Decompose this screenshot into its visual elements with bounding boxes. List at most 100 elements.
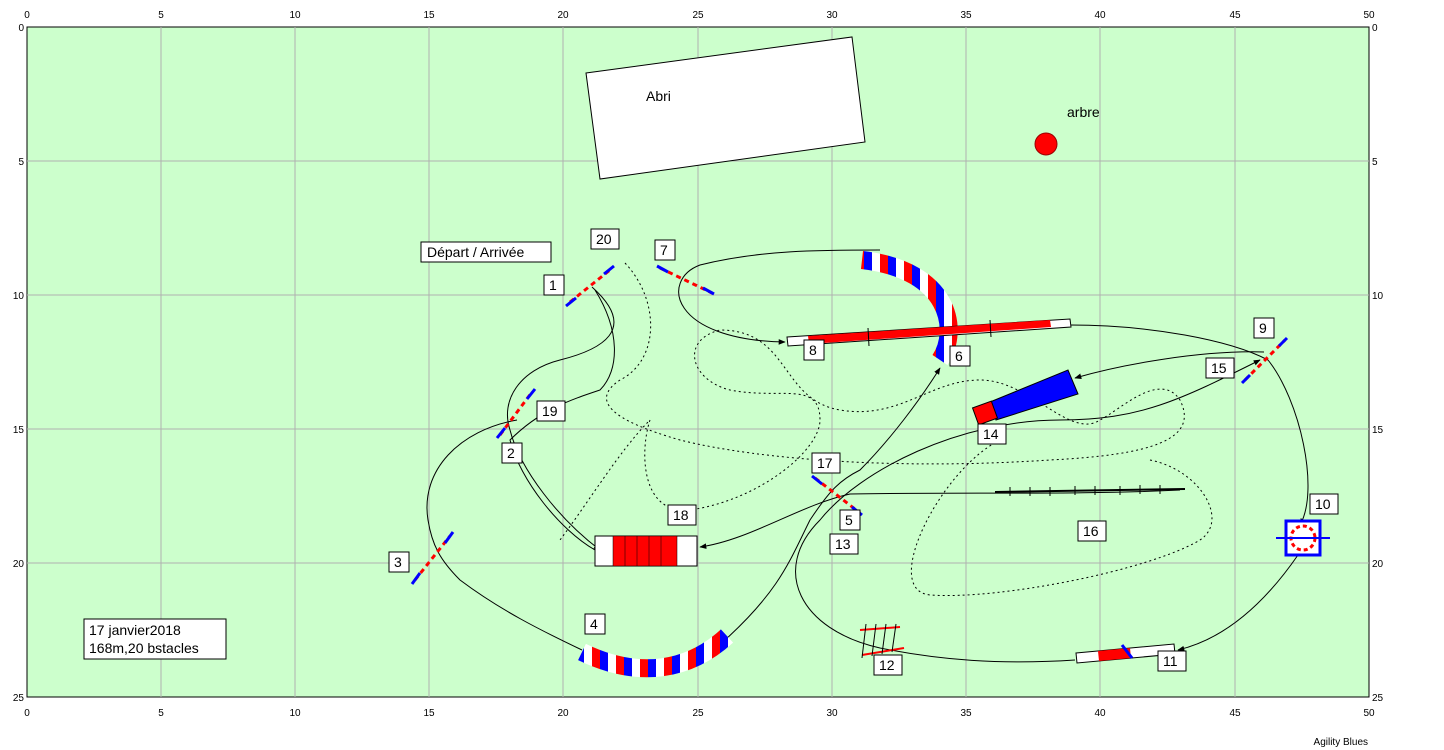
number-19: 19 xyxy=(536,400,566,422)
info-length: 168m,20 bstacles xyxy=(89,640,199,656)
y-tick: 10 xyxy=(1372,291,1384,302)
x-axis-top: 0 5 10 15 20 25 30 35 40 45 50 xyxy=(24,10,1375,21)
svg-text:14: 14 xyxy=(983,426,999,442)
svg-text:10: 10 xyxy=(1315,496,1331,512)
x-tick: 5 xyxy=(158,708,164,719)
y-tick: 10 xyxy=(13,291,25,302)
tyre-10 xyxy=(1276,519,1330,557)
aframe-18 xyxy=(594,535,698,567)
number-20: 20 xyxy=(590,228,620,250)
chute-14 xyxy=(971,369,1079,426)
x-tick: 50 xyxy=(1363,708,1375,719)
number-3: 3 xyxy=(388,551,410,573)
number-4: 4 xyxy=(584,613,606,635)
number-12: 12 xyxy=(873,654,903,676)
x-tick: 15 xyxy=(423,708,435,719)
svg-text:2: 2 xyxy=(507,445,515,461)
x-tick: 35 xyxy=(960,10,972,21)
x-tick: 5 xyxy=(158,10,164,21)
dogwalk-8 xyxy=(786,318,1072,347)
tunnel-6 xyxy=(860,251,958,365)
number-15: 15 xyxy=(1205,357,1235,379)
svg-text:8: 8 xyxy=(809,342,817,358)
handler-path xyxy=(559,262,1213,597)
y-tick: 5 xyxy=(18,157,24,168)
y-tick: 0 xyxy=(18,23,24,34)
y-tick: 20 xyxy=(1372,559,1384,570)
jump-9-15 xyxy=(1240,336,1289,385)
shelter-label: Abri xyxy=(646,88,671,104)
svg-text:19: 19 xyxy=(542,403,558,419)
x-tick: 35 xyxy=(960,708,972,719)
x-tick: 40 xyxy=(1094,708,1106,719)
number-7: 7 xyxy=(654,239,676,261)
number-11: 11 xyxy=(1157,650,1187,672)
x-axis-bottom: 0 5 10 15 20 25 30 35 40 45 50 xyxy=(24,708,1375,719)
x-tick: 15 xyxy=(423,10,435,21)
y-tick: 15 xyxy=(1372,425,1384,436)
info-box xyxy=(83,618,227,660)
number-10: 10 xyxy=(1309,493,1339,515)
y-tick: 0 xyxy=(1372,23,1378,34)
weave-12 xyxy=(859,623,905,659)
jump-3 xyxy=(410,531,455,585)
svg-text:4: 4 xyxy=(590,616,598,632)
svg-text:20: 20 xyxy=(596,231,612,247)
svg-text:3: 3 xyxy=(394,554,402,570)
dog-path xyxy=(795,359,1261,663)
number-18: 18 xyxy=(667,504,697,526)
number-1: 1 xyxy=(543,274,565,296)
number-6: 6 xyxy=(949,345,971,367)
dog-path xyxy=(426,419,583,651)
footer-brand: Agility Blues xyxy=(1313,737,1368,748)
x-tick: 25 xyxy=(692,10,704,21)
start-finish-box xyxy=(420,241,552,263)
info-date: 17 janvier2018 xyxy=(89,622,181,638)
x-tick: 10 xyxy=(289,708,301,719)
svg-text:12: 12 xyxy=(879,657,895,673)
seesaw-11 xyxy=(1075,643,1176,664)
number-8: 8 xyxy=(803,339,825,361)
weave-16 xyxy=(994,485,1186,496)
y-tick: 15 xyxy=(13,425,25,436)
svg-text:11: 11 xyxy=(1163,653,1178,669)
x-tick: 45 xyxy=(1229,10,1241,21)
number-14: 14 xyxy=(977,423,1007,445)
tree-label: arbre xyxy=(1067,104,1100,120)
x-tick: 20 xyxy=(557,708,569,719)
svg-text:18: 18 xyxy=(673,507,689,523)
dog-path xyxy=(678,249,881,345)
x-tick: 30 xyxy=(826,708,838,719)
y-axis-right: 0 5 10 15 20 25 xyxy=(1372,23,1384,704)
x-tick: 0 xyxy=(24,10,30,21)
number-17: 17 xyxy=(811,452,841,474)
x-tick: 10 xyxy=(289,10,301,21)
svg-text:16: 16 xyxy=(1083,523,1099,539)
number-2: 2 xyxy=(501,442,523,464)
x-tick: 40 xyxy=(1094,10,1106,21)
x-tick: 45 xyxy=(1229,708,1241,719)
dog-path xyxy=(1177,554,1299,652)
svg-text:5: 5 xyxy=(845,512,853,528)
svg-text:17: 17 xyxy=(817,455,833,471)
number-9: 9 xyxy=(1253,317,1275,339)
dog-path xyxy=(1069,324,1309,526)
y-tick: 25 xyxy=(1372,693,1384,704)
dog-path xyxy=(506,286,615,551)
x-tick: 20 xyxy=(557,10,569,21)
y-tick: 20 xyxy=(13,559,25,570)
x-tick: 0 xyxy=(24,708,30,719)
number-16: 16 xyxy=(1077,520,1107,542)
number-13: 13 xyxy=(829,533,859,555)
x-tick: 50 xyxy=(1363,10,1375,21)
x-tick: 30 xyxy=(826,10,838,21)
svg-text:15: 15 xyxy=(1211,360,1227,376)
x-tick: 25 xyxy=(692,708,704,719)
svg-text:13: 13 xyxy=(835,536,851,552)
svg-text:7: 7 xyxy=(660,242,668,258)
jump-1 xyxy=(565,264,615,308)
tree-icon xyxy=(1034,132,1058,156)
dog-path xyxy=(1074,351,1265,379)
dog-path xyxy=(699,489,1181,549)
